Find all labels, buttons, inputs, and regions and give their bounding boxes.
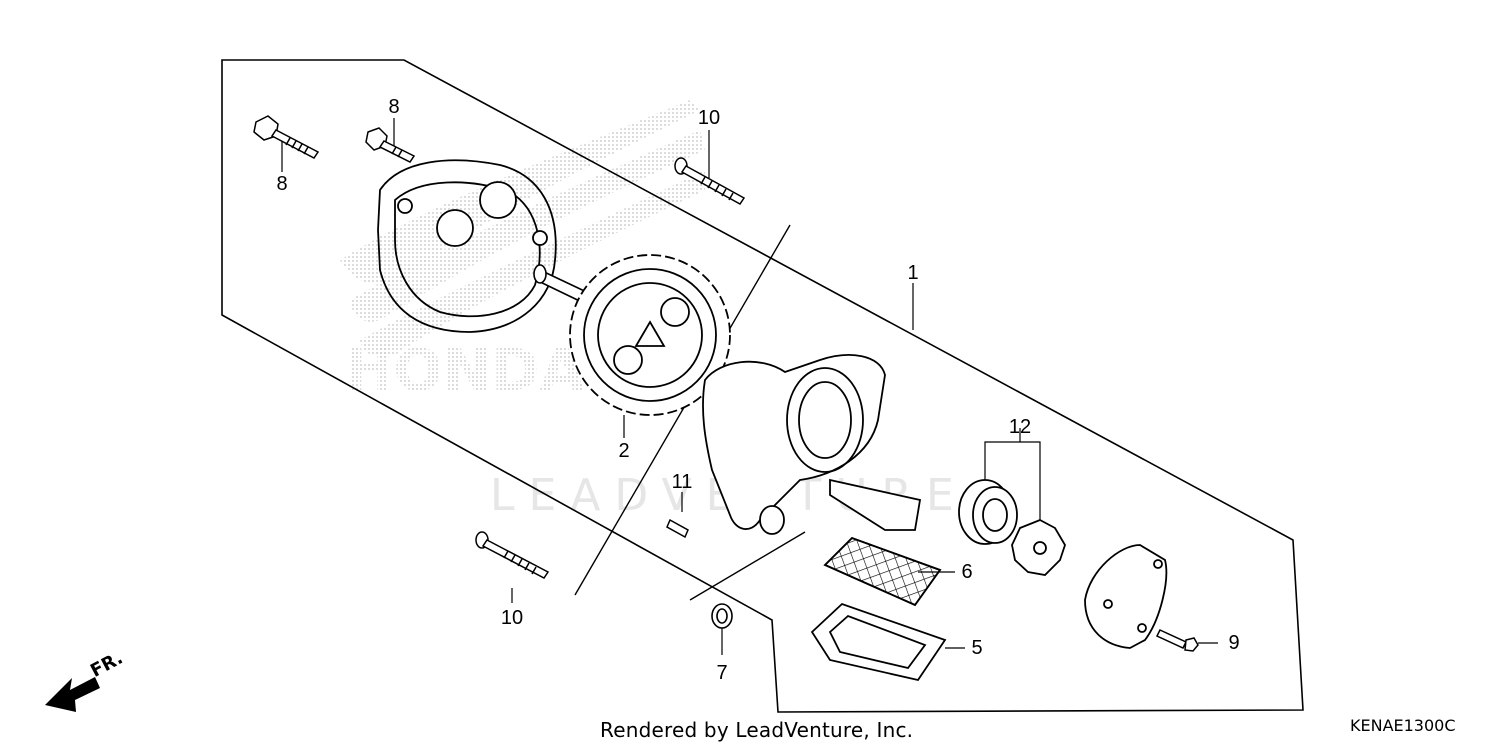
honda-watermark-text: HONDA [345, 336, 585, 404]
leader-lines [281, 118, 1218, 655]
screw-part-9 [1155, 629, 1199, 652]
callout-10-bottom: 10 [500, 607, 524, 629]
callout-11: 11 [671, 471, 693, 493]
callout-1: 1 [907, 262, 919, 284]
subgroup-line-b [689, 531, 806, 601]
render-credit: Rendered by LeadVenture, Inc. [600, 718, 914, 742]
diagram-code: KENAE1300C [1350, 716, 1456, 735]
assembly-outline-1 [221, 59, 1304, 713]
strainer-gasket-part-5 [810, 602, 947, 682]
o-ring-part-7 [711, 603, 733, 629]
bolt-part-10-bottom [475, 531, 550, 579]
callout-9: 9 [1228, 632, 1240, 654]
oil-strainer-screen-part-6 [823, 536, 942, 607]
pump-body-part-1 [702, 354, 922, 535]
callout-5: 5 [971, 637, 983, 659]
callout-7: 7 [716, 662, 728, 684]
callout-8-right: 8 [388, 96, 400, 118]
bolt-part-8-right [365, 127, 416, 163]
sprocket-part-2 [569, 254, 731, 416]
pump-cover-plate [1084, 544, 1168, 649]
callout-8-left: 8 [276, 173, 288, 195]
callout-10-top: 10 [697, 107, 721, 129]
subgroup-line-a [574, 224, 791, 596]
front-direction-arrow-icon [45, 677, 100, 712]
dowel-pin-part-11 [666, 518, 689, 539]
bolt-part-8-left [253, 115, 320, 159]
callout-12: 12 [1008, 416, 1032, 438]
rotor-set-part-12 [958, 479, 1066, 576]
pump-cover [377, 159, 557, 333]
bolt-part-10-top [674, 157, 746, 205]
callout-6: 6 [961, 561, 973, 583]
honda-wing-watermark: HONDA [340, 100, 705, 404]
callout-2: 2 [618, 440, 630, 462]
